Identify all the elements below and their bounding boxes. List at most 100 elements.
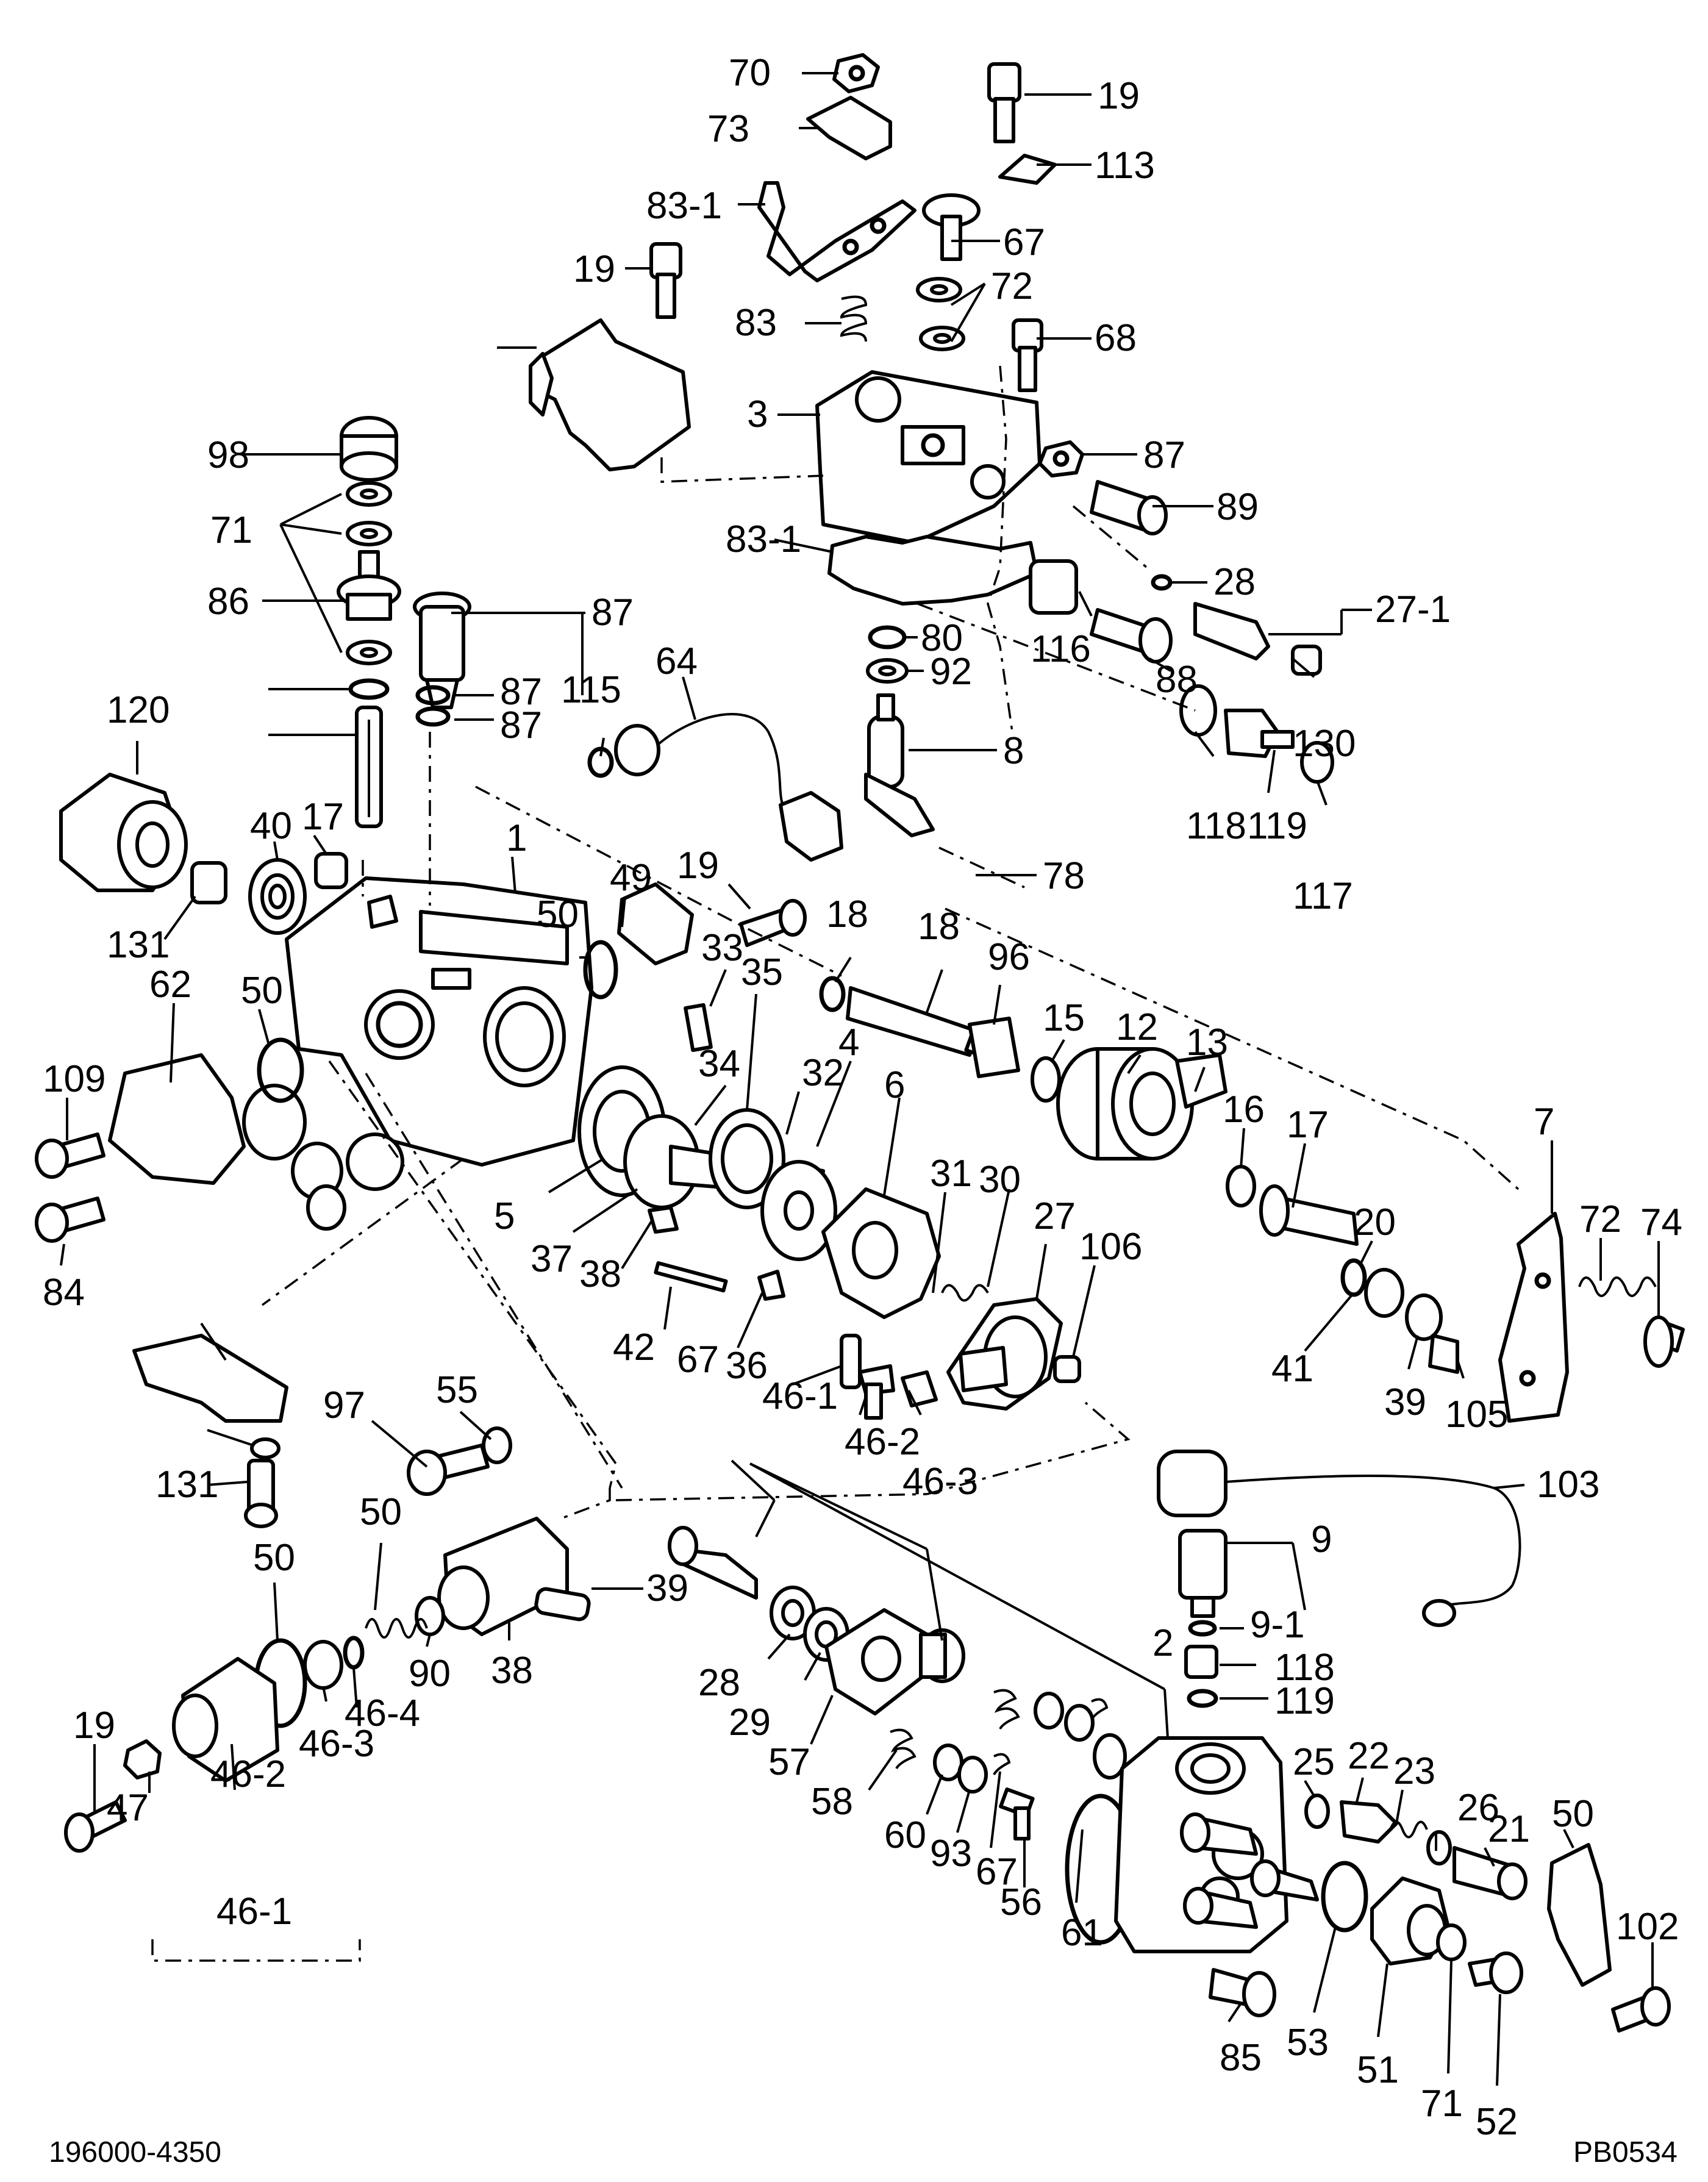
callout-label: 50 (253, 1537, 295, 1579)
bracket-icon (757, 181, 917, 282)
callout-label: 9 (1311, 1518, 1332, 1561)
callout-label: 86 (207, 581, 249, 623)
callout-label: 131 (107, 924, 170, 966)
piston-icon (437, 1517, 569, 1636)
callout-label: 39 (646, 1567, 688, 1609)
spring-icon (993, 1689, 1020, 1730)
washer-icon (770, 1586, 816, 1640)
solenoid-icon (1157, 1450, 1521, 1627)
callout-label: 92 (930, 651, 972, 693)
bolt-icon (1090, 608, 1173, 664)
callout-label: 46-1 (216, 1890, 292, 1933)
pin-icon (999, 1787, 1035, 1840)
callout-label: 26 (1457, 1787, 1499, 1829)
filter-icon (355, 706, 383, 828)
callout-label: 87 (500, 704, 542, 746)
callout-label: 3 (747, 393, 768, 435)
bracket-icon (806, 96, 892, 160)
callout-label: 130 (1293, 723, 1356, 765)
callout-label: 5 (494, 1195, 515, 1237)
o-ring-icon (257, 1037, 304, 1103)
bolt-icon (987, 62, 1021, 143)
callout-label: 40 (250, 805, 292, 847)
callout-label: 120 (107, 689, 170, 731)
bracket-icon (529, 318, 691, 471)
callout-label: 28 (1213, 561, 1256, 603)
lever-icon (864, 693, 935, 837)
plate-icon (1093, 1733, 1127, 1780)
callout-label: 89 (1217, 486, 1259, 528)
o-ring-icon (1340, 1258, 1367, 1297)
callout-label: 32 (802, 1052, 844, 1094)
washer-icon (1226, 1165, 1256, 1207)
washer-icon (1064, 1704, 1095, 1742)
washer-icon (919, 326, 965, 351)
spring-icon (941, 1284, 989, 1302)
bolt-icon (922, 193, 981, 261)
o-ring-icon (868, 625, 907, 649)
callout-label: 87 (591, 592, 634, 634)
callout-label: 19 (73, 1704, 115, 1747)
callout-label: 68 (1095, 317, 1137, 359)
callout-label: 34 (698, 1043, 740, 1085)
sleeve-icon (1364, 1268, 1404, 1318)
key-icon (684, 1003, 713, 1053)
callout-label: 117 (1293, 875, 1353, 917)
sleeve-icon (1029, 559, 1078, 615)
callout-label: 51 (1357, 2049, 1399, 2091)
callout-label: 60 (884, 1814, 926, 1856)
callout-label: 67 (1003, 221, 1045, 263)
callout-label: 118 (1274, 1647, 1335, 1689)
callout-label: 7 (1534, 1101, 1554, 1143)
callout-label: 52 (1476, 2101, 1518, 2143)
plug-icon (1370, 1876, 1450, 1966)
callout-label: 19 (1098, 75, 1140, 117)
callout-label: 49 (610, 857, 652, 899)
o-ring-icon (343, 1636, 365, 1670)
cap-icon (340, 416, 398, 482)
callout-label: 105 (1445, 1393, 1508, 1436)
callout-label: 119 (1247, 805, 1307, 847)
callout-label: 93 (930, 1833, 972, 1875)
spring-icon (1090, 1698, 1109, 1721)
fitting-icon (1183, 1887, 1258, 1929)
callout-label: 46-3 (299, 1723, 374, 1765)
callout-label: 6 (884, 1064, 905, 1106)
o-ring-icon (415, 706, 451, 727)
callout-label: 9-1 (1250, 1604, 1305, 1646)
callout-label: 106 (1079, 1226, 1142, 1268)
callout-label: 97 (323, 1384, 365, 1426)
bolt-icon (35, 1132, 105, 1179)
callout-label: 12 (1116, 1006, 1158, 1048)
callout-label: 85 (1220, 2037, 1262, 2079)
callout-label: 18 (918, 906, 960, 948)
o-ring-icon (1188, 1620, 1217, 1637)
callout-label: 47 (107, 1787, 149, 1829)
callout-label: 50 (537, 893, 579, 935)
callout-label: 42 (613, 1326, 655, 1368)
callout-label: 23 (1393, 1750, 1435, 1792)
callout-label: 57 (768, 1741, 810, 1783)
callout-label: 8 (1003, 730, 1024, 772)
callout-label: 70 (729, 52, 771, 94)
callout-label: 16 (1223, 1089, 1265, 1131)
nut-icon (314, 852, 348, 889)
callout-label: 61 (1061, 1912, 1103, 1954)
callout-label: 53 (1287, 2022, 1329, 2064)
callout-label: 80 (921, 617, 963, 659)
bolt-icon (244, 1459, 278, 1528)
callout-label: 46-4 (345, 1692, 420, 1734)
key-icon (757, 1270, 785, 1301)
callout-label: 36 (726, 1345, 768, 1387)
callout-label: 17 (302, 796, 344, 838)
callout-label: 46-3 (902, 1461, 978, 1503)
callout-label: 25 (1293, 1741, 1335, 1783)
screw-icon (337, 550, 401, 621)
callout-labels-layer: 70 19 73 113 83-1 67 19 72 83 68 3 87 89… (43, 52, 1682, 2143)
plunger-icon (1259, 1184, 1359, 1246)
callout-label: 103 (1537, 1464, 1599, 1506)
o-ring-icon (1321, 1861, 1368, 1933)
callout-label: 72 (1579, 1198, 1621, 1240)
bolt-icon (1209, 1968, 1276, 2017)
